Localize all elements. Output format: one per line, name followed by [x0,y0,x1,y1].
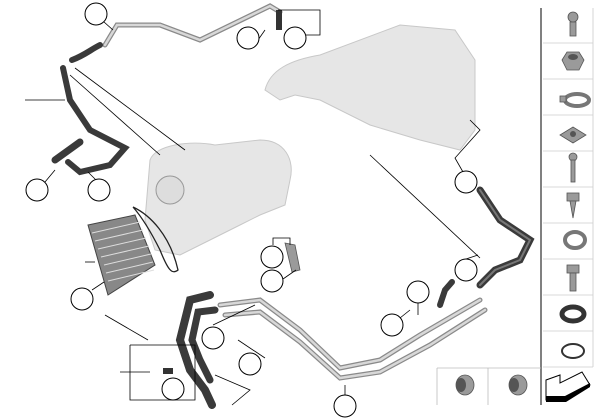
coolant-hose-upper[interactable] [69,42,103,63]
oil-cooler[interactable] [87,214,156,296]
callout-marker[interactable] [87,178,111,202]
callout-marker[interactable] [201,326,225,350]
coolant-hose-lower-2[interactable] [188,306,219,384]
callout-marker[interactable] [454,170,478,194]
callout-marker[interactable] [380,313,404,337]
callout-marker[interactable] [260,245,284,269]
callout-marker[interactable] [161,377,185,401]
callout-marker[interactable] [238,352,262,376]
coolant-hose-left[interactable] [60,65,130,176]
coolant-line-top[interactable] [102,3,283,48]
coolant-pipes[interactable] [217,297,488,381]
callout-marker[interactable] [84,2,108,26]
spring-clamp-icon[interactable] [563,230,587,250]
hex-bolt-icon[interactable] [566,192,580,219]
stud-bolt-icon[interactable] [568,152,578,183]
callout-marker[interactable] [70,287,94,311]
connector-icon[interactable] [508,374,528,396]
callout-marker[interactable] [283,26,307,50]
clip-nut-icon[interactable] [559,126,587,144]
turbocharger[interactable] [144,139,292,256]
connector-fitting[interactable] [51,138,84,164]
parts-sidebar [436,8,594,405]
connector-icon[interactable] [455,374,475,396]
hex-nut-icon[interactable] [561,51,585,71]
arrow-down-left-icon[interactable] [545,371,591,402]
o-ring-icon[interactable] [561,343,585,359]
hose-clamp-icon[interactable] [559,92,591,108]
turbo-inlet [155,175,185,205]
callout-marker[interactable] [406,280,430,304]
coolant-hose-lower[interactable] [175,291,216,409]
gasket [132,206,179,273]
bolt-icon[interactable] [567,11,579,37]
leader-lines [25,9,481,406]
hex-screw-icon[interactable] [566,264,580,292]
sealing-ring-icon[interactable] [559,304,587,324]
callout-marker[interactable] [25,178,49,202]
temperature-sensor[interactable] [163,368,173,374]
callout-marker[interactable] [260,269,284,293]
coolant-hose-small[interactable] [437,279,455,308]
bracket[interactable] [284,242,301,273]
coolant-hose-right[interactable] [476,186,535,289]
callout-marker[interactable] [333,394,357,418]
callout-markers [25,2,478,418]
intercooler[interactable] [264,24,476,151]
callout-marker[interactable] [454,258,478,282]
callout-marker[interactable] [236,26,260,50]
